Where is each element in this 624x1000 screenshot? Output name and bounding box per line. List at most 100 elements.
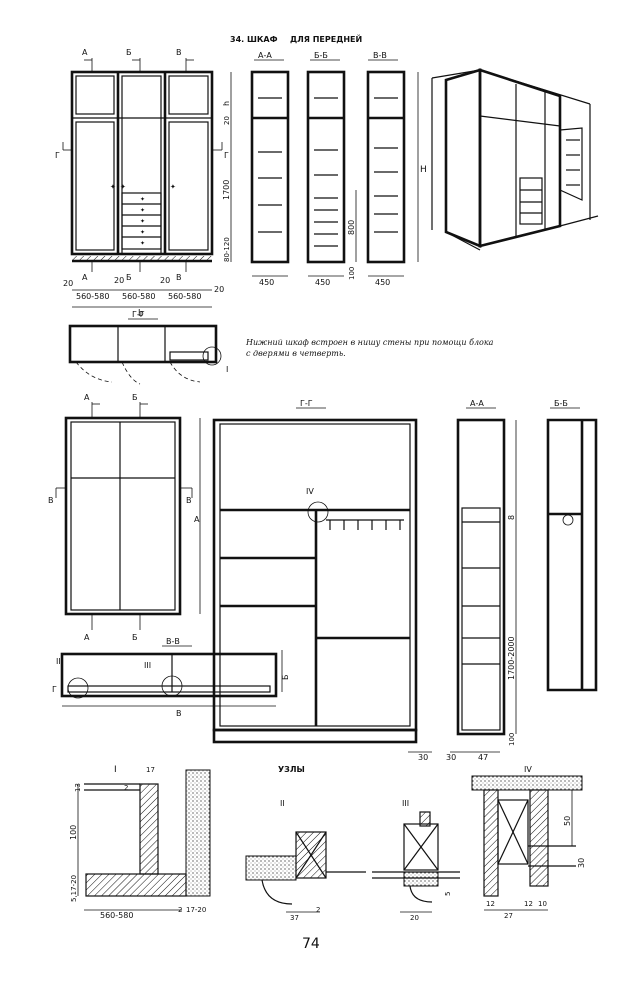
dim-w1: 560-580	[76, 292, 109, 301]
svg-text:2: 2	[124, 784, 128, 792]
node-IV: IV 50 30 12 27 12 10	[471, 765, 586, 920]
svg-text:37: 37	[290, 914, 299, 922]
section-mark-b: Б	[126, 48, 132, 57]
svg-text:Г: Г	[52, 685, 57, 694]
dim-h: h	[222, 101, 231, 106]
svg-text:✦: ✦	[170, 183, 176, 191]
top-section-markers: А Б В Г Г А Б В	[55, 48, 229, 282]
svg-text:Г-Г: Г-Г	[132, 310, 145, 319]
svg-text:Г-Г: Г-Г	[300, 399, 313, 408]
svg-text:✦: ✦	[140, 240, 145, 247]
svg-text:2: 2	[178, 906, 182, 914]
svg-text:450: 450	[259, 278, 274, 287]
svg-text:Б: Б	[132, 393, 138, 402]
svg-text:2: 2	[316, 906, 320, 914]
svg-text:А: А	[84, 633, 90, 642]
section-bb-top: Б-Б 450 800 100	[306, 51, 357, 287]
svg-text:А-А: А-А	[470, 399, 484, 408]
svg-text:12: 12	[486, 900, 495, 908]
svg-text:А: А	[194, 515, 200, 524]
dim-1700: 1700	[222, 180, 231, 200]
section-aa-top: А-А 450	[250, 51, 290, 287]
svg-text:II: II	[280, 799, 285, 808]
svg-text:✦: ✦	[140, 207, 145, 214]
dim-1700-2000: 1700-2000	[507, 636, 516, 680]
section-bb-bottom: Б-Б	[546, 399, 598, 692]
svg-text:I: I	[114, 765, 117, 775]
svg-text:✦: ✦	[140, 218, 145, 225]
svg-text:✦: ✦	[120, 183, 126, 191]
svg-text:10: 10	[538, 900, 547, 908]
svg-text:100: 100	[508, 733, 516, 746]
plan-vv-bottom: В-В II III Г B Б	[52, 637, 290, 718]
section-mark-g-right: Г	[224, 151, 229, 160]
svg-text:В: В	[176, 273, 182, 282]
svg-text:20: 20	[63, 279, 73, 288]
sheet-subtitle: ДЛЯ ПЕРЕДНЕЙ	[290, 33, 362, 44]
svg-text:100: 100	[69, 825, 78, 840]
svg-text:30: 30	[418, 753, 428, 762]
svg-text:560-580: 560-580	[100, 911, 133, 920]
dim-b: b	[138, 309, 144, 319]
node-II: II 37 2	[245, 799, 366, 922]
svg-text:Б: Б	[281, 675, 290, 681]
svg-text:30: 30	[577, 858, 586, 868]
dim-H: H	[420, 165, 427, 175]
svg-text:80-120: 80-120	[223, 237, 231, 262]
svg-text:А: А	[82, 273, 88, 282]
svg-text:Б: Б	[132, 633, 138, 642]
svg-text:20: 20	[223, 116, 231, 125]
svg-text:450: 450	[315, 278, 330, 287]
svg-text:✦: ✦	[110, 183, 116, 191]
svg-text:450: 450	[375, 278, 390, 287]
note: Нижний шкаф встроен в нишу стены при пом…	[245, 338, 494, 358]
section-title-bb: Б-Б	[314, 51, 328, 60]
svg-text:17: 17	[146, 766, 155, 774]
svg-text:Б: Б	[126, 273, 132, 282]
svg-text:47: 47	[478, 753, 488, 762]
svg-text:IV: IV	[524, 765, 532, 774]
svg-text:8: 8	[507, 515, 516, 520]
section-title-vv: В-В	[373, 51, 387, 60]
node-III: III 20 5	[372, 799, 460, 922]
svg-text:Б-Б: Б-Б	[554, 399, 568, 408]
section-title-aa: А-А	[258, 51, 272, 60]
svg-text:А: А	[84, 393, 90, 402]
svg-text:IV: IV	[306, 487, 314, 496]
svg-text:II: II	[56, 657, 61, 666]
sheet-title: 34. ШКАФ	[230, 35, 278, 44]
svg-text:20: 20	[160, 276, 170, 285]
svg-text:B: B	[176, 709, 182, 718]
section-aa-bottom: А-А 8 1700-2000 100 30 47	[446, 399, 517, 762]
nodes-title: УЗЛЫ	[278, 765, 305, 774]
svg-text:III: III	[144, 661, 151, 670]
section-vv-top: В-В 450 H	[366, 51, 427, 287]
svg-text:5,17-20: 5,17-20	[70, 875, 78, 902]
section-mark-g-left: Г	[55, 151, 60, 160]
svg-text:III: III	[402, 799, 409, 808]
svg-text:20: 20	[114, 276, 124, 285]
svg-text:20: 20	[214, 285, 224, 294]
node-I: I 17 13 2 100 5,17-20 560-580 2 17-20	[69, 765, 211, 920]
top-front-elevation: ✦ ✦ ✦ ✦ ✦ ✦ ✦ ✦	[70, 70, 214, 263]
svg-text:100: 100	[348, 267, 356, 280]
bottom-front-elevation: А Б В В А Б А	[48, 393, 201, 642]
svg-text:В: В	[48, 496, 54, 505]
svg-text:20: 20	[410, 914, 419, 922]
dim-w2: 560-580	[122, 292, 155, 301]
section-mark-a: А	[82, 48, 88, 57]
note-line-2: с дверями в четверть.	[246, 349, 346, 358]
svg-text:✦: ✦	[140, 229, 145, 236]
dim-w3: 560-580	[168, 292, 201, 301]
svg-text:17-20: 17-20	[186, 906, 206, 914]
note-line-1: Нижний шкаф встроен в нишу стены при пом…	[245, 338, 494, 347]
svg-text:27: 27	[504, 912, 513, 920]
dim-800: 800	[347, 220, 356, 235]
svg-text:✦: ✦	[140, 196, 145, 203]
top-front-dimensions: h 20 1700 80-120 20 20 20 20 560-580 560…	[63, 72, 232, 319]
page-number: 74	[302, 936, 320, 952]
svg-text:12: 12	[524, 900, 533, 908]
perspective-view	[431, 68, 599, 251]
svg-text:I: I	[226, 365, 228, 374]
